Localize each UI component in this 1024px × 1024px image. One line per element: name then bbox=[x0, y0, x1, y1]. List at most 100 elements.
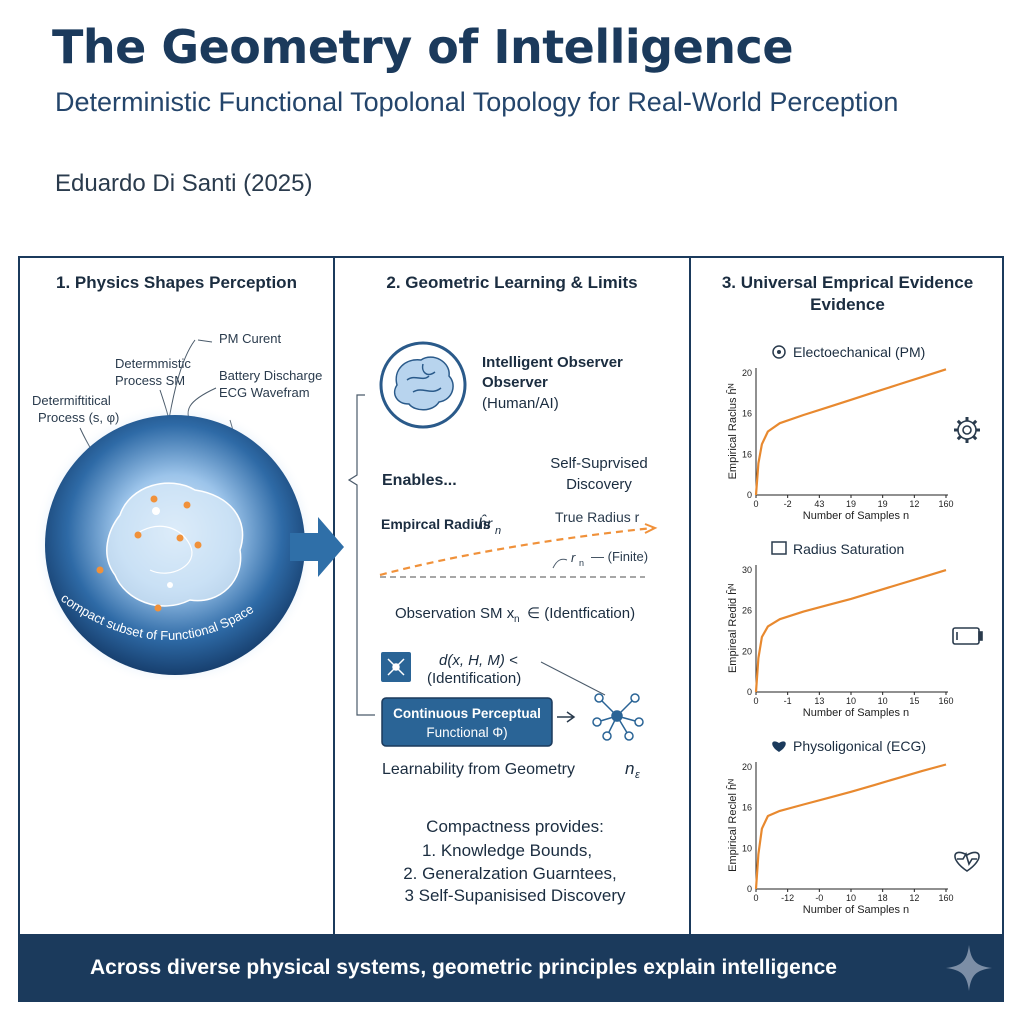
author-line: Eduardo Di Santi (2025) bbox=[55, 170, 313, 197]
compactness-line-2: 2. Generalzation Guarntees, bbox=[403, 864, 617, 883]
label-det-process-1b: Process SM bbox=[115, 373, 185, 388]
panels-frame bbox=[18, 256, 1004, 936]
observation-tail: ∈ (Identfication) bbox=[527, 605, 635, 622]
learnability-label: Learnability from Geometry bbox=[382, 761, 575, 778]
x-tick-label: 0 bbox=[753, 893, 758, 903]
y-tick-label: 0 bbox=[747, 490, 752, 500]
panel3-title-line1: 3. Universal Emprical Evidence bbox=[721, 273, 974, 292]
chart-title: Electoechanical (PM) bbox=[793, 344, 925, 360]
page-title: The Geometry of Intelligence bbox=[52, 20, 794, 74]
label-battery: Battery Discharge bbox=[219, 368, 322, 383]
battery-icon bbox=[952, 627, 983, 645]
x-tick-label: 15 bbox=[909, 696, 919, 706]
x-tick-label: 19 bbox=[846, 499, 856, 509]
y-tick-label: 0 bbox=[747, 687, 752, 697]
compactness-line-1: 1. Knowledge Bounds, bbox=[422, 841, 592, 860]
y-axis-label: Empirical Raclus ĥᴺ bbox=[726, 383, 739, 479]
y-tick-label: 20 bbox=[742, 368, 752, 378]
series-line bbox=[754, 763, 947, 890]
label-det-process-1a: Determmistic bbox=[115, 356, 191, 371]
footer-banner bbox=[18, 934, 1004, 1002]
empirical-radius-label: Empircal Radius bbox=[381, 516, 491, 532]
finite-sub: n bbox=[579, 558, 584, 568]
label-det-process-2a: Determiftitical bbox=[32, 393, 111, 408]
functional-line2: Functional Φ) bbox=[426, 725, 507, 740]
chart-title: Physoligonical (ECG) bbox=[793, 738, 926, 754]
x-tick-label: 18 bbox=[878, 893, 888, 903]
manifold-blob bbox=[106, 482, 244, 607]
y-axis-label: Empirical Reclel ĥᴺ bbox=[726, 779, 739, 872]
x-tick-label: 13 bbox=[814, 696, 824, 706]
observation-label: Observation SM x bbox=[395, 605, 515, 622]
panel-divider-1 bbox=[333, 256, 335, 936]
panel2-title: 2. Geometric Learning & Limits bbox=[386, 273, 638, 292]
panel1-title: 1. Physics Shapes Perception bbox=[56, 273, 297, 292]
x-tick-label: 10 bbox=[878, 696, 888, 706]
series-line bbox=[754, 368, 947, 496]
observer-sub: (Human/AI) bbox=[482, 395, 559, 412]
empirical-radius-curve bbox=[379, 526, 654, 577]
y-tick-label: 16 bbox=[742, 449, 752, 459]
page-subtitle: Deterministic Functional Topolonal Topol… bbox=[55, 87, 899, 117]
compactness-line-0: Compactness provides: bbox=[426, 817, 604, 836]
continuous-functional-box bbox=[381, 697, 553, 747]
x-tick-label: 160 bbox=[938, 893, 953, 903]
empirical-radius-subscript: n bbox=[495, 525, 501, 537]
x-tick-label: 12 bbox=[909, 499, 919, 509]
x-axis-label: Number of Samples n bbox=[803, 510, 909, 522]
panel-divider-2 bbox=[689, 256, 691, 936]
chart-side-icon bbox=[954, 417, 980, 443]
x-axis-label: Number of Samples n bbox=[803, 904, 909, 916]
x-tick-label: 12 bbox=[909, 893, 919, 903]
true-radius-label: True Radius r bbox=[555, 509, 640, 525]
y-tick-label: 0 bbox=[747, 884, 752, 894]
label-pm-current: PM Curent bbox=[219, 331, 282, 346]
chart-title: Radius Saturation bbox=[793, 541, 904, 557]
observation-sub: n bbox=[514, 614, 520, 625]
y-tick-label: 20 bbox=[742, 646, 752, 656]
x-tick-label: 10 bbox=[846, 893, 856, 903]
panel3-title-line2: Evidence bbox=[810, 295, 885, 314]
y-axis-label: Empireal Redid ĥᴺ bbox=[726, 584, 739, 673]
compactness-list: Compactness provides: 1. Knowledge Bound… bbox=[403, 817, 626, 905]
enables-bracket bbox=[347, 394, 375, 716]
chart-title-icon bbox=[772, 345, 786, 359]
finite-label: — (Finite) bbox=[591, 549, 648, 564]
x-tick-label: 0 bbox=[753, 696, 758, 706]
distance-identification: (Identification) bbox=[427, 670, 521, 687]
panel2-graphic: Intelligent Observer Observer (Human/AI)… bbox=[347, 341, 658, 905]
x-tick-label: 160 bbox=[938, 696, 953, 706]
chart-side-icon bbox=[954, 851, 980, 872]
y-tick-label: 10 bbox=[742, 843, 752, 853]
sample-points bbox=[96, 495, 202, 612]
x-tick-label: 0 bbox=[753, 499, 758, 509]
enables-label: Enables... bbox=[382, 472, 457, 489]
compactness-line-3: 3 Self-Supanisised Discovery bbox=[404, 886, 626, 905]
label-det-process-2b: Process (s, φ) bbox=[38, 410, 119, 425]
arrow-right-icon bbox=[557, 711, 576, 723]
distance-formula: d(x, H, M) < bbox=[439, 652, 518, 669]
label-ecg: ECG Wavefram bbox=[219, 385, 310, 400]
functional-line1: Continuous Perceptual bbox=[393, 706, 541, 721]
y-tick-label: 16 bbox=[742, 803, 752, 813]
finite-r: r bbox=[571, 550, 576, 565]
chart-title-icon bbox=[772, 741, 786, 752]
series-line bbox=[754, 569, 947, 693]
x-axis-label: Number of Samples n bbox=[803, 707, 909, 719]
empirical-radius-symbol: ĥr bbox=[478, 513, 493, 533]
panel-arrow bbox=[290, 517, 344, 577]
x-tick-label: 19 bbox=[878, 499, 888, 509]
learn-sub: ε bbox=[635, 769, 640, 781]
x-tick-label: 10 bbox=[846, 696, 856, 706]
self-sup-line1: Self-Suprvised bbox=[550, 455, 648, 472]
y-tick-label: 16 bbox=[742, 409, 752, 419]
x-tick-label: -2 bbox=[784, 499, 792, 509]
observer-title-2: Observer bbox=[482, 374, 548, 391]
self-sup-line2: Discovery bbox=[566, 476, 632, 493]
x-tick-label: 43 bbox=[814, 499, 824, 509]
panel3-title: 3. Universal Emprical Evidence Evidence bbox=[691, 272, 1004, 316]
x-tick-label: -0 bbox=[815, 893, 823, 903]
